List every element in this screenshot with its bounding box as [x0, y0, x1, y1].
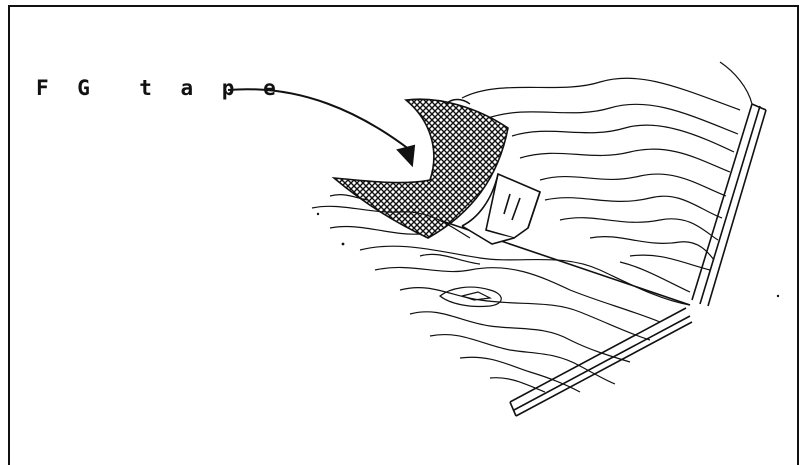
floor-edge-board	[510, 308, 692, 416]
fiberglass-tape	[334, 99, 508, 238]
wall-edge-board	[692, 104, 766, 306]
leader-arrow	[228, 89, 414, 165]
